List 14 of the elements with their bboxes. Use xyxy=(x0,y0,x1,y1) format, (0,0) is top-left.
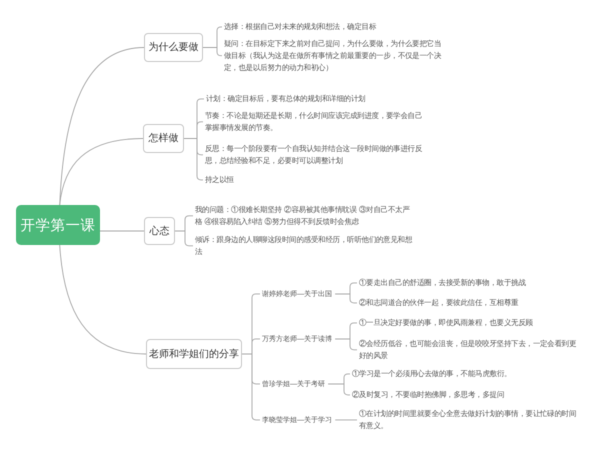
branch-curve xyxy=(59,244,146,354)
root-topic-box: 开学第一课 xyxy=(16,205,100,245)
connector-line xyxy=(184,138,204,180)
topic-box: 怎样做 xyxy=(143,124,184,153)
branch-curve xyxy=(100,230,144,232)
topic-box: 为什么要做 xyxy=(144,33,203,62)
connector-line xyxy=(202,47,222,56)
topic-box: 心态 xyxy=(144,217,175,245)
connector-line xyxy=(334,419,358,420)
connector-line xyxy=(334,338,358,350)
connector-line xyxy=(328,383,350,396)
connector-line xyxy=(334,293,358,304)
topic-box: 老师和学姐们的分享 xyxy=(146,339,242,369)
branch-curve xyxy=(59,138,144,206)
